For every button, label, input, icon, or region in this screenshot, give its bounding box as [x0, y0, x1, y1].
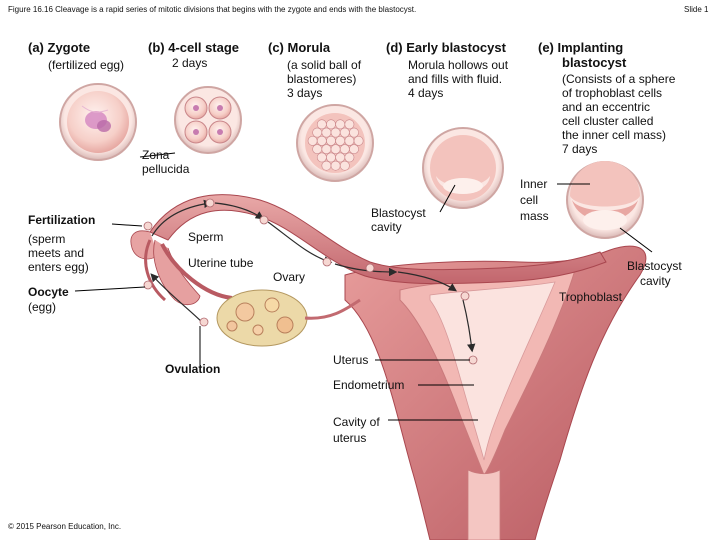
- zygote-cell: [59, 83, 137, 161]
- blastocyst-cavity-left-2: cavity: [371, 220, 402, 234]
- blastomere-cell: [335, 135, 346, 146]
- blastomere-cell: [344, 152, 355, 163]
- zygote-detail: (fertilized egg): [48, 58, 125, 72]
- blastomere-cell: [316, 135, 327, 146]
- implanting-detail-2: of trophoblast cells: [562, 86, 663, 100]
- early-blastocyst-detail-3: 4 days: [408, 86, 444, 100]
- blastomere-cell: [321, 160, 332, 171]
- blastomere-cell: [316, 152, 327, 163]
- fertilization-label: Fertilization: [28, 213, 96, 227]
- zona-pellucida-label-2: pellucida: [142, 162, 190, 176]
- blastomere-cell: [344, 135, 355, 146]
- cavity-of-uterus-1: Cavity of: [333, 415, 380, 429]
- four-cell-embryo: [174, 86, 242, 154]
- implanting-detail-3: and an eccentric: [562, 100, 651, 114]
- blastomere-cell: [353, 135, 364, 146]
- blastomere-cell: [335, 119, 346, 130]
- blastomere-cell: [312, 144, 323, 155]
- fertilization-detail-1: (sperm: [28, 232, 66, 246]
- inner-cell-mass-1: Inner: [520, 177, 548, 191]
- morula-detail-2: blastomeres): [287, 72, 357, 86]
- copyright: © 2015 Pearson Education, Inc.: [8, 522, 122, 531]
- uterine-tube-label: Uterine tube: [188, 256, 254, 270]
- blastomere-cell: [339, 127, 350, 138]
- morula-title: (c) Morula: [268, 40, 331, 55]
- blastomere-cell: [326, 119, 336, 130]
- ovulation-label: Ovulation: [165, 362, 221, 376]
- morula-detail-1: (a solid ball of: [287, 58, 362, 72]
- zona-pellucida-label-1: Zona: [142, 148, 170, 162]
- implanting-title-1: (e) Implanting: [538, 40, 624, 55]
- early-blastocyst-title: (d) Early blastocyst: [386, 40, 506, 55]
- blastomere-cell: [321, 127, 332, 138]
- blastomere-cell: [339, 160, 350, 171]
- sperm-label: Sperm: [188, 230, 224, 244]
- leader-lines: [74, 152, 653, 421]
- embryo-markers: [143, 198, 478, 365]
- blastomere-cell: [339, 144, 350, 155]
- early-blastocyst-detail-2: and fills with fluid.: [408, 72, 503, 86]
- blastomere-cell: [316, 119, 327, 130]
- blastocyst-cavity-right-1: Blastocyst: [627, 259, 682, 273]
- uterus-label: Uterus: [333, 353, 369, 367]
- blastomere-cell: [326, 152, 336, 163]
- blastomere-cell: [312, 127, 323, 138]
- implanting-detail-5: the inner cell mass): [562, 128, 667, 142]
- inner-cell-mass-3: mass: [520, 209, 549, 223]
- implanting-detail-4: cell cluster called: [562, 114, 654, 128]
- implanting-title-2: blastocyst: [562, 55, 627, 70]
- blastomere-cell: [321, 144, 332, 155]
- blastomere-cell: [326, 135, 336, 146]
- blastomere-cell: [349, 144, 359, 155]
- figure-caption: Figure 16.16 Cleavage is a rapid series …: [8, 5, 417, 14]
- implanting-blastocyst: [566, 161, 644, 239]
- blastomere-cell: [307, 135, 318, 146]
- oocyte-label: Oocyte: [28, 285, 69, 299]
- blastocyst-cavity-left-1: Blastocyst: [371, 206, 426, 220]
- morula-embryo: [296, 104, 374, 182]
- endometrium-label: Endometrium: [333, 378, 405, 392]
- slide-number: Slide 1: [684, 5, 709, 14]
- blastomere-cell: [330, 127, 341, 138]
- fertilization-detail-2: meets and: [28, 246, 85, 260]
- morula-detail-3: 3 days: [287, 86, 323, 100]
- blastomere-cell: [344, 119, 355, 130]
- journey-arrows: [150, 199, 476, 353]
- early-blastocyst-detail-1: Morula hollows out: [408, 58, 509, 72]
- implanting-detail-1: (Consists of a sphere: [562, 72, 676, 86]
- four-cell-title: (b) 4-cell stage: [148, 40, 240, 55]
- cavity-of-uterus-2: uterus: [333, 431, 367, 445]
- blastomere-cell: [330, 144, 341, 155]
- trophoblast-label: Trophoblast: [559, 290, 622, 304]
- inner-cell-mass-2: cell: [520, 193, 539, 207]
- blastomere-cell: [330, 160, 341, 171]
- blastomere-cell: [335, 152, 346, 163]
- blastomere-cell: [349, 127, 359, 138]
- oocyte-detail: (egg): [28, 300, 57, 314]
- four-cell-detail: 2 days: [172, 56, 208, 70]
- ovary-illustration: [216, 289, 361, 347]
- blastocyst-cavity-right-2: cavity: [640, 274, 671, 288]
- early-blastocyst: [422, 127, 504, 209]
- zygote-title: (a) Zygote: [28, 40, 91, 55]
- ovary-label: Ovary: [273, 270, 306, 284]
- implanting-detail-6: 7 days: [562, 142, 598, 156]
- uterus-illustration: [344, 245, 647, 540]
- fertilization-detail-3: enters egg): [28, 260, 89, 274]
